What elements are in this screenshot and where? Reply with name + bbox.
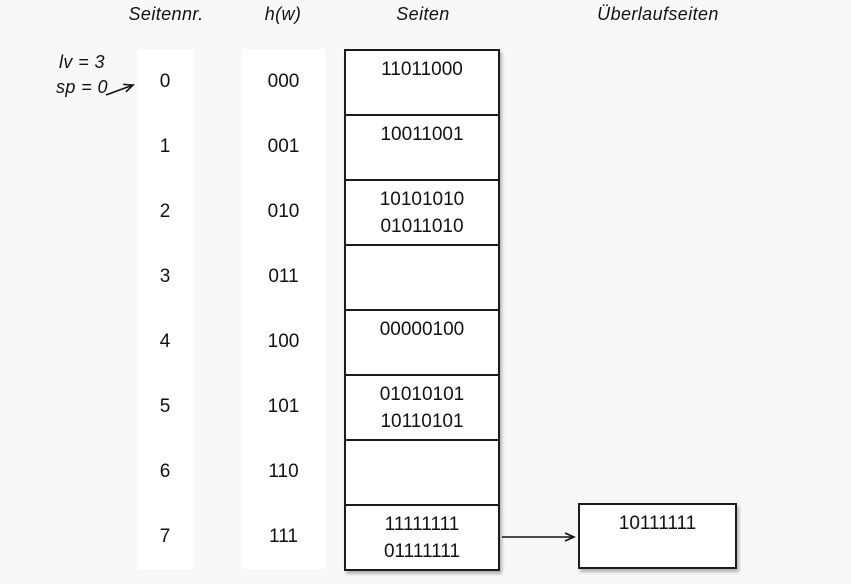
seitennr-cell: 7 bbox=[159, 525, 171, 547]
page-value: 00000100 bbox=[379, 319, 465, 340]
hw-cell: 011 bbox=[268, 265, 299, 287]
header-seiten: Seiten bbox=[396, 4, 450, 24]
seitennr-cell: 0 bbox=[159, 70, 171, 92]
seitennr-cell: 3 bbox=[159, 265, 171, 287]
overflow-page-box: 10111111 bbox=[578, 503, 737, 569]
page-value: 10011001 bbox=[380, 124, 464, 145]
header-hw: h(w) bbox=[264, 4, 302, 24]
hw-column: 000 001 010 011 100 101 110 111 bbox=[242, 49, 325, 569]
page-value: 11011000 bbox=[381, 59, 463, 80]
annotation-lv: lv = 3 bbox=[59, 52, 105, 72]
hw-cell: 100 bbox=[267, 330, 300, 352]
page-cell bbox=[346, 246, 498, 311]
annotation-sp: sp = 0 bbox=[56, 77, 108, 97]
hw-cell: 101 bbox=[267, 395, 300, 417]
page-cell: 00000100 bbox=[346, 311, 498, 376]
page-cell: 11111111 01111111 bbox=[346, 506, 498, 569]
hw-cell: 001 bbox=[267, 135, 300, 157]
hw-cell: 010 bbox=[267, 200, 300, 222]
page-value: 11111111 bbox=[384, 514, 460, 535]
seiten-box: 11011000 10011001 10101010 01011010 00000100… bbox=[344, 49, 500, 571]
page-value: 01111111 bbox=[383, 541, 461, 562]
seitennr-cell: 5 bbox=[159, 395, 171, 417]
page-cell: 10011001 bbox=[346, 116, 498, 181]
hw-cell: 110 bbox=[268, 460, 299, 482]
page-value: 10101010 bbox=[379, 189, 465, 210]
seitennr-cell: 6 bbox=[159, 460, 171, 482]
overflow-page-value: 10111111 bbox=[618, 513, 697, 534]
seitennr-cell: 2 bbox=[159, 200, 171, 222]
page-cell: 01010101 10110101 bbox=[346, 376, 498, 441]
page-value: 10110101 bbox=[380, 411, 464, 432]
seitennr-cell: 4 bbox=[159, 330, 171, 352]
header-ueberlaufseiten: Überlaufseiten bbox=[597, 4, 719, 24]
page-cell: 10101010 01011010 bbox=[346, 181, 498, 246]
hw-cell: 000 bbox=[267, 70, 300, 92]
page-value: 01010101 bbox=[379, 384, 465, 405]
page-cell: 11011000 bbox=[346, 51, 498, 116]
seitennr-cell: 1 bbox=[159, 135, 171, 157]
page-value: 01011010 bbox=[380, 216, 464, 237]
seitennr-column: 0 1 2 3 4 5 6 7 bbox=[137, 49, 193, 569]
hw-cell: 111 bbox=[269, 525, 298, 547]
annotation-lv-sp: lv = 3 sp = 0 bbox=[30, 50, 134, 100]
page-cell bbox=[346, 441, 498, 506]
header-seitennr: Seitennr. bbox=[128, 4, 204, 24]
